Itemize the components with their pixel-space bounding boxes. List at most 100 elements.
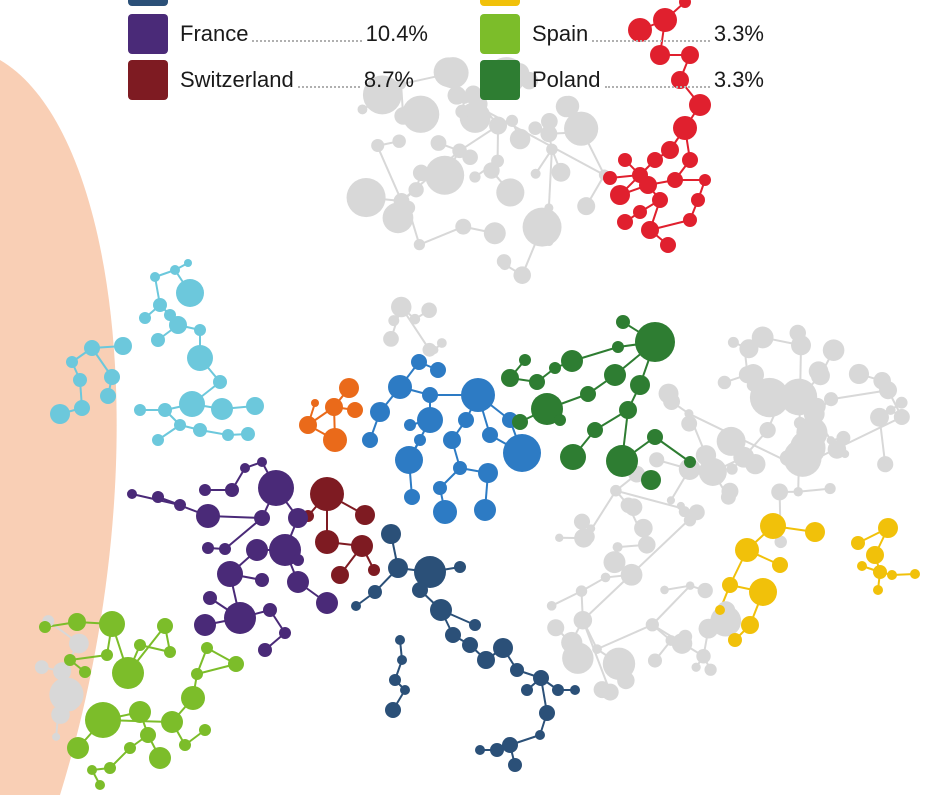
network-node — [574, 528, 594, 548]
network-node — [746, 378, 760, 392]
network-node — [772, 557, 788, 573]
network-node — [395, 446, 423, 474]
network-node — [417, 407, 443, 433]
network-node — [430, 135, 447, 151]
network-node — [228, 656, 244, 672]
network-node — [316, 592, 338, 614]
network-node — [749, 578, 777, 606]
network-node — [789, 324, 806, 342]
network-node — [600, 572, 611, 583]
network-node — [310, 477, 344, 511]
leader-dots — [604, 86, 710, 88]
legend-label-switzerland: Switzerland — [180, 67, 294, 92]
network-node — [414, 434, 426, 446]
network-node — [630, 375, 650, 395]
network-node — [555, 95, 578, 118]
partial-legend-swatch-right — [480, 0, 520, 6]
network-node — [454, 561, 466, 573]
network-node — [331, 566, 349, 584]
network-node — [508, 758, 522, 772]
network-node — [547, 619, 565, 637]
network-node — [873, 372, 891, 390]
network-node — [678, 629, 693, 644]
network-node — [225, 483, 239, 497]
network-node — [414, 556, 446, 588]
network-node — [671, 71, 689, 89]
network-node — [347, 402, 363, 418]
network-node — [355, 505, 375, 525]
legend-label-poland: Poland — [532, 67, 601, 92]
network-node — [422, 387, 438, 403]
network-node — [503, 434, 541, 472]
network-node — [134, 404, 146, 416]
network-node — [425, 155, 465, 195]
network-node — [575, 585, 588, 597]
network-node — [592, 644, 602, 654]
network-node — [870, 407, 889, 427]
network-node — [404, 489, 420, 505]
network-edge — [830, 389, 889, 401]
network-node — [873, 585, 883, 595]
network-node — [562, 642, 594, 674]
network-nodes — [34, 0, 920, 790]
network-node — [691, 662, 701, 672]
network-node — [840, 449, 850, 459]
network-node — [292, 554, 304, 566]
network-node — [635, 322, 675, 362]
network-node — [311, 399, 319, 407]
network-node — [370, 402, 390, 422]
network-node — [219, 543, 231, 555]
network-node — [346, 178, 386, 218]
network-node — [552, 684, 564, 696]
network-node — [50, 404, 70, 424]
network-node — [793, 487, 803, 497]
network-node — [140, 727, 156, 743]
network-node — [805, 522, 825, 542]
network-node — [735, 538, 759, 562]
network-node — [241, 427, 255, 441]
network-edge — [376, 145, 403, 202]
network-node — [433, 500, 457, 524]
network-node — [873, 565, 887, 579]
network-node — [371, 138, 385, 153]
network-node — [433, 57, 464, 87]
network-node — [203, 591, 217, 605]
network-node — [53, 662, 72, 681]
network-node — [521, 684, 533, 696]
network-node — [114, 337, 132, 355]
network-node — [573, 513, 591, 530]
network-node — [577, 113, 590, 127]
network-node — [483, 222, 506, 245]
network-node — [325, 398, 343, 416]
network-node — [533, 670, 549, 686]
network-node — [604, 364, 626, 386]
network-node — [560, 444, 586, 470]
network-node — [726, 463, 738, 475]
network-node — [549, 362, 561, 374]
network-node — [455, 218, 472, 235]
leader-dots — [592, 40, 710, 42]
network-node — [458, 412, 474, 428]
legend-label-france: France — [180, 21, 249, 46]
network-node — [496, 254, 512, 269]
network-node — [715, 605, 725, 615]
network-node — [741, 616, 759, 634]
network-node — [191, 668, 203, 680]
network-node — [570, 685, 580, 695]
network-node — [628, 18, 652, 42]
network-node — [85, 702, 121, 738]
network-node — [493, 638, 513, 658]
network-node — [408, 182, 424, 198]
network-node — [240, 463, 250, 473]
network-node — [68, 613, 86, 631]
network-edge — [547, 149, 553, 208]
network-node — [666, 496, 676, 505]
network-node — [697, 582, 713, 599]
network-node — [652, 192, 668, 208]
network-node — [413, 239, 426, 251]
network-node — [258, 470, 294, 506]
network-node — [409, 313, 421, 325]
network-node — [695, 445, 717, 466]
network-node — [151, 333, 165, 347]
